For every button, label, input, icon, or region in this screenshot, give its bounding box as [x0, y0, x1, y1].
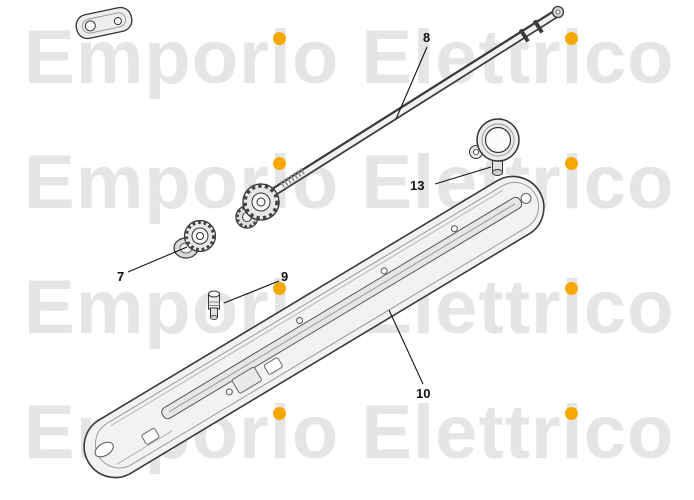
part-13-end-bracket	[469, 118, 520, 176]
watermark-i-yellow-dot: i	[561, 15, 584, 100]
worm-gear-assembly	[235, 183, 280, 229]
watermark-text-segment: co	[583, 140, 675, 225]
watermark-text-segment: Empor	[24, 265, 270, 350]
part-7-gear	[173, 219, 217, 259]
leader-line-9	[223, 280, 280, 304]
leader-line-8	[395, 46, 428, 120]
watermark-text-segment: Empor	[24, 15, 270, 100]
leader-lines	[127, 46, 492, 385]
part-8-drive-rod	[267, 5, 565, 198]
watermark-row: Emporio Elettrico	[24, 20, 674, 96]
watermark-i-yellow-dot: i	[561, 140, 584, 225]
part-label-10: 10	[416, 386, 431, 401]
watermark-i-yellow-dot: i	[561, 265, 584, 350]
part-label-8: 8	[423, 30, 431, 45]
leader-line-7	[127, 246, 188, 273]
part-9-pin	[208, 290, 220, 320]
leader-line-10	[388, 309, 424, 385]
part-label-7: 7	[117, 269, 125, 284]
part-label-13: 13	[410, 178, 425, 193]
leader-line-13	[434, 166, 492, 185]
watermark-text-segment: o Elettr	[291, 390, 562, 475]
watermark-text-segment: Empor	[24, 140, 270, 225]
watermark-i-yellow-dot: i	[269, 390, 292, 475]
watermark-row: Emporio Elettrico	[24, 395, 674, 471]
watermark-i-yellow-dot: i	[269, 15, 292, 100]
part-label-9: 9	[281, 269, 289, 284]
mounting-plate	[75, 6, 133, 40]
watermark-text-segment: co	[583, 15, 675, 100]
watermark-text-segment: co	[583, 390, 675, 475]
part-10-rail-body	[83, 175, 545, 479]
watermark-text-segment: o Elettr	[291, 15, 562, 100]
watermark-text-segment: co	[583, 265, 675, 350]
watermark-i-yellow-dot: i	[561, 390, 584, 475]
